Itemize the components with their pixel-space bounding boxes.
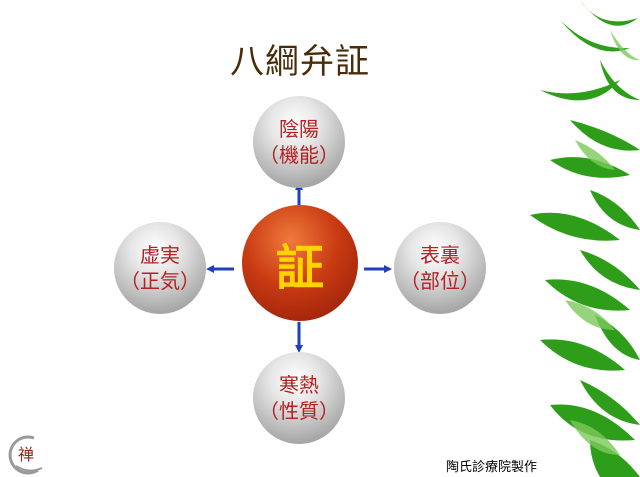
node-deficiency-excess: 虚実 （正気） [114, 222, 206, 314]
zen-logo-glyph: 禅 [18, 445, 34, 464]
node-cold-heat-label: 寒熱 [279, 373, 319, 397]
node-deficiency-excess-sub: （正気） [120, 269, 200, 293]
node-cold-heat: 寒熱 （性質） [253, 352, 345, 444]
node-yin-yang: 陰陽 （機能） [253, 96, 345, 188]
slide-title: 八綱弁証 [230, 42, 370, 82]
credit-text: 陶氏診療院製作 [446, 460, 538, 475]
zen-logo: 禅 [8, 435, 43, 475]
node-exterior-interior: 表裏 （部位） [394, 222, 486, 314]
node-exterior-interior-sub: （部位） [400, 269, 480, 293]
node-deficiency-excess-label: 虚実 [140, 243, 180, 267]
bamboo-decoration [530, 0, 640, 477]
center-node: 証 [242, 205, 358, 321]
node-exterior-interior-label: 表裏 [420, 243, 460, 267]
node-cold-heat-sub: （性質） [259, 399, 339, 423]
node-yin-yang-label: 陰陽 [279, 117, 319, 141]
node-yin-yang-sub: （機能） [259, 143, 339, 167]
